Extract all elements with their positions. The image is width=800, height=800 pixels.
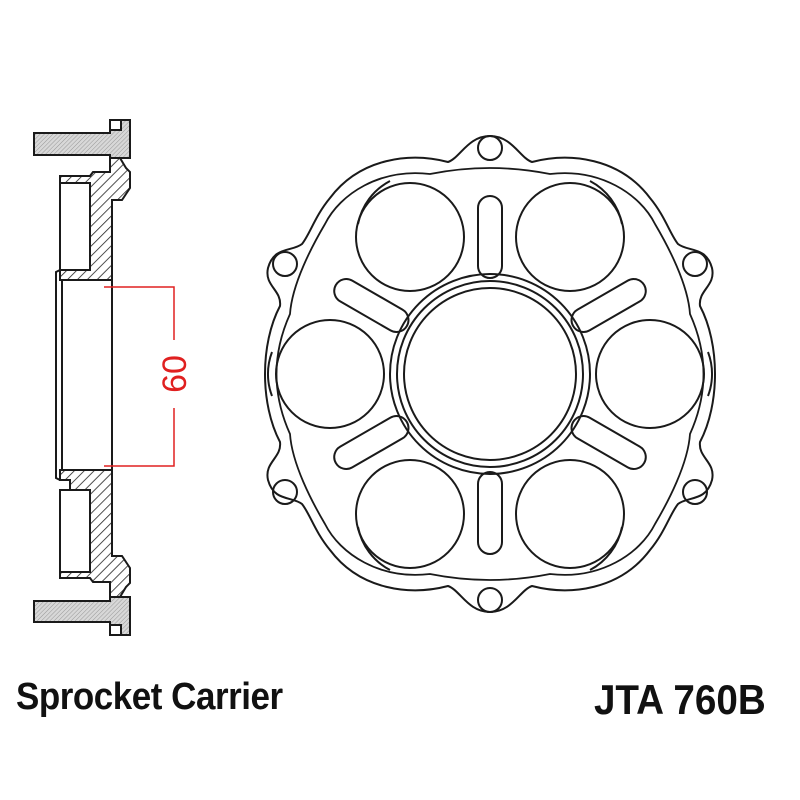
bolt-hole-lower-right	[682, 479, 708, 505]
hub-middle-ring	[396, 280, 584, 468]
bolt-hole-upper-left	[272, 251, 298, 277]
bolt-hole-lower-left	[272, 479, 298, 505]
slots	[333, 195, 647, 555]
hub-outer-ring	[389, 273, 591, 475]
bolt-hole-top	[477, 135, 503, 161]
cross-section-view	[33, 119, 131, 636]
dimension-label: 60	[156, 355, 194, 393]
bolt-hole-bottom	[477, 587, 503, 613]
dimension-60	[104, 286, 175, 467]
hub-inner-ring	[403, 287, 577, 461]
part-number: JTA 760B	[594, 676, 766, 723]
lightening-holes	[267, 180, 713, 571]
part-title: Sprocket Carrier	[16, 676, 283, 718]
bolt-hole-upper-right	[682, 251, 708, 277]
outer-contour	[264, 134, 716, 614]
front-view	[264, 134, 716, 614]
